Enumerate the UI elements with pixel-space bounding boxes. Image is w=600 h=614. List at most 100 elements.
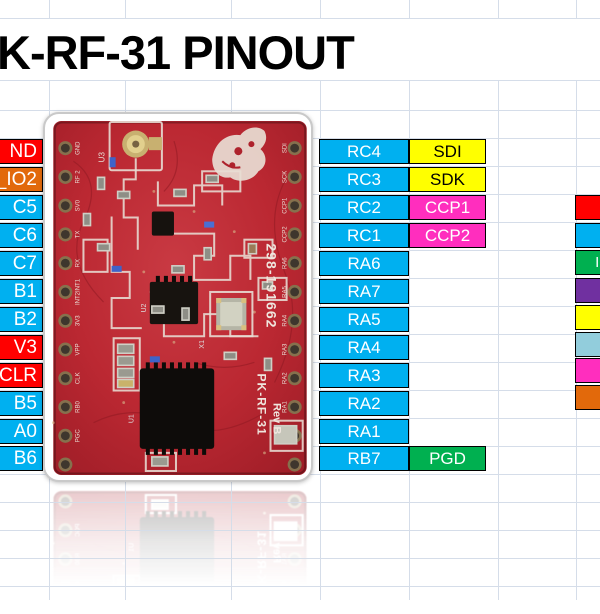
signal-cell[interactable]: CCP1	[409, 195, 486, 220]
gridline	[49, 0, 50, 18]
silkscreen-pin-label: RB0	[75, 401, 81, 413]
chip-u1: U1	[129, 362, 215, 455]
silkscreen-pin-label: 3V3	[75, 315, 81, 326]
silkscreen-pin-label: RB0	[75, 553, 81, 565]
pcb-substrate	[53, 491, 307, 614]
edge-pads	[58, 141, 302, 472]
manufacturer-logo	[212, 127, 267, 181]
legend-cell[interactable]	[575, 332, 600, 357]
left-pin-cell[interactable]: ND	[0, 139, 43, 164]
silkscreen-pin-label: PGC	[75, 429, 81, 443]
gridline	[320, 0, 321, 18]
legend-cell[interactable]	[575, 278, 600, 303]
left-pin-cell[interactable]: C6	[0, 223, 43, 248]
board-part-number: 298-191662	[263, 243, 279, 328]
gridline	[498, 0, 499, 18]
board-name: PK-RF-31	[254, 530, 268, 592]
right-pin-cell[interactable]: RA6	[319, 251, 409, 276]
silkscreen-pin-label: RF 2	[75, 170, 81, 184]
right-pin-cell[interactable]: RA1	[319, 419, 409, 444]
silkscreen-pin-label: RA2	[283, 372, 289, 384]
left-pin-cell[interactable]: C5	[0, 195, 43, 220]
passive-components	[82, 174, 298, 467]
silkscreen-pin-label: RA1	[283, 401, 289, 413]
right-pin-cell[interactable]: RC3	[319, 167, 409, 192]
refdes-u3: U3	[98, 152, 107, 163]
board-revision: Rev B	[271, 532, 283, 563]
vias	[52, 511, 266, 565]
silkscreen-pin-label: VPP	[75, 343, 81, 355]
right-pin-cell[interactable]: RC4	[319, 139, 409, 164]
right-pin-cell[interactable]: RB7	[319, 446, 409, 471]
ufl-antenna-connector: U3	[98, 121, 163, 172]
refdes-x1: X1	[199, 340, 206, 349]
silkscreen-pin-label: CLK	[75, 582, 81, 594]
left-pin-cell[interactable]: B5	[0, 391, 43, 416]
crystal-x1: X1	[199, 290, 254, 349]
gridline	[409, 0, 410, 18]
gridline	[0, 502, 600, 503]
silkscreen-pin-label: CCP2	[283, 226, 289, 243]
signal-cell[interactable]: SDK	[409, 167, 486, 192]
gridline	[0, 586, 600, 587]
left-pin-cell[interactable]: CLR	[0, 363, 43, 388]
refdes-u1: U1	[129, 543, 136, 552]
legend-cell[interactable]	[575, 223, 600, 248]
silkscreen-pin-label: RA3	[283, 611, 289, 614]
legend-cell[interactable]	[575, 358, 600, 383]
silkscreen-pin-label: RA1	[283, 553, 289, 565]
vias	[52, 189, 266, 455]
right-pin-cell[interactable]: RA5	[319, 307, 409, 332]
silkscreen-pin-label: CLK	[75, 372, 81, 384]
blue-components	[109, 157, 215, 363]
silkscreen-pin-label: SDI	[283, 143, 289, 153]
left-pin-cell[interactable]: V3	[0, 335, 43, 360]
legend-cell[interactable]	[575, 195, 600, 220]
left-pin-cell[interactable]: C7	[0, 251, 43, 276]
silkscreen-pin-label: RX	[75, 259, 81, 267]
silkscreen-pin-label: CCP1	[283, 197, 289, 214]
gridline	[0, 110, 600, 111]
silkscreen-pin-label: RA4	[283, 314, 289, 326]
right-pin-cell[interactable]: RC1	[319, 223, 409, 248]
gridline	[576, 0, 577, 18]
left-pin-cell[interactable]: _IO2	[0, 167, 43, 192]
legend-cell[interactable]	[575, 305, 600, 330]
legend-cell[interactable]	[575, 385, 600, 410]
silkscreen-pin-label: TX	[75, 231, 81, 239]
silkscreen-pin-label: RA6	[283, 257, 289, 269]
gridline	[409, 80, 410, 600]
gridline	[0, 18, 600, 19]
silkscreen-pin-label: GND	[75, 141, 81, 155]
silkscreen-pin-label: VPP	[75, 610, 81, 614]
refdes-u1: U1	[129, 414, 136, 423]
signal-cell[interactable]: CCP2	[409, 223, 486, 248]
gridline	[498, 80, 499, 600]
page-title[interactable]: K-RF-31 PINOUT	[0, 26, 355, 79]
gridline	[0, 558, 600, 559]
silkscreen-pin-label: INT2INT1	[75, 278, 81, 305]
right-pin-cell[interactable]: RA4	[319, 335, 409, 360]
signal-cell[interactable]: SDI	[409, 139, 486, 164]
board-revision: Rev B	[271, 403, 283, 434]
left-pin-cell[interactable]: B6	[0, 446, 43, 471]
signal-cell[interactable]: PGD	[409, 446, 486, 471]
right-pin-cell[interactable]: RA7	[319, 279, 409, 304]
left-pin-cell[interactable]: B1	[0, 279, 43, 304]
left-pin-cell[interactable]: A0	[0, 419, 43, 444]
right-pin-cell[interactable]: RA2	[319, 391, 409, 416]
gridline	[231, 0, 232, 18]
legend-cell[interactable]: IO	[575, 250, 600, 275]
silkscreen-pin-label: SCK	[283, 171, 289, 183]
gridline	[125, 0, 126, 18]
gridline	[0, 80, 600, 81]
left-pin-cell[interactable]: B2	[0, 307, 43, 332]
right-pin-cell[interactable]: RC2	[319, 195, 409, 220]
right-pin-cell[interactable]: RA3	[319, 363, 409, 388]
